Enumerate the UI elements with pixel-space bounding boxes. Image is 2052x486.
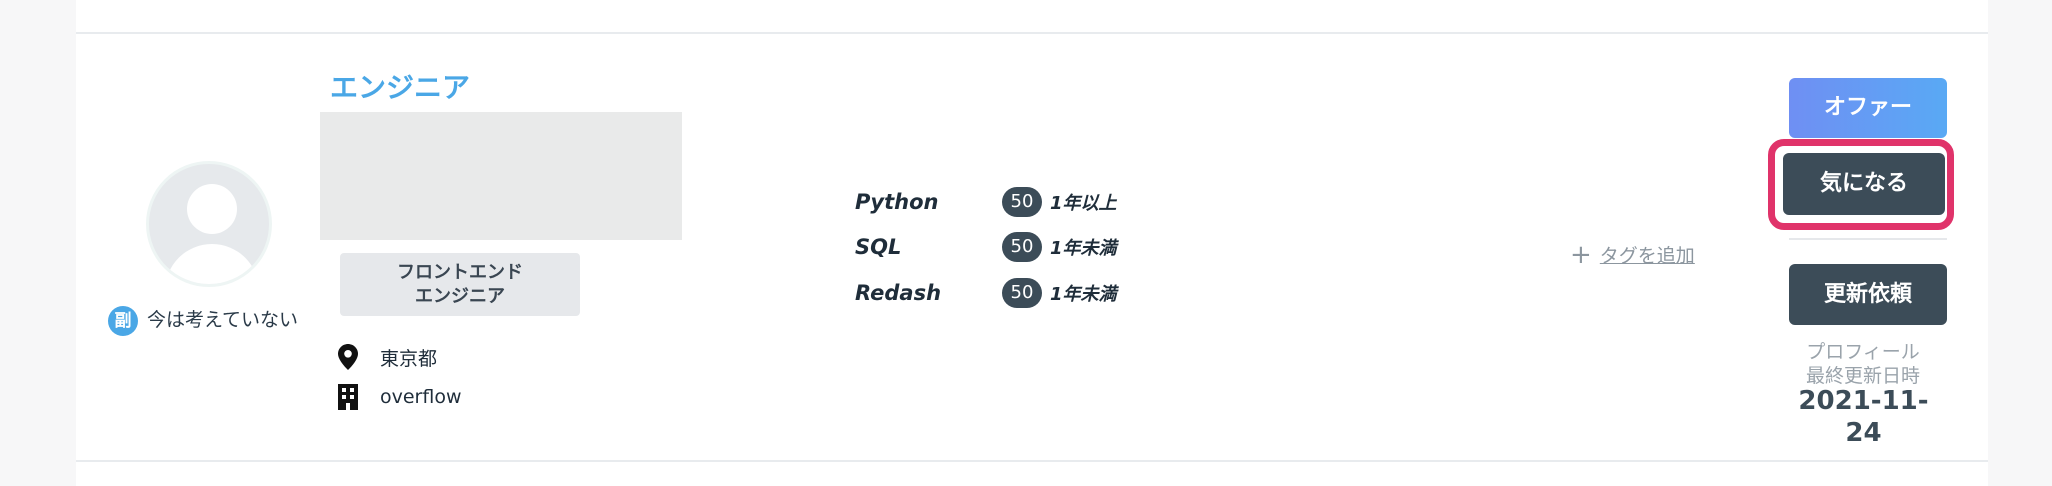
- location-label: 東京都: [380, 347, 438, 370]
- skill-score-badge: 50: [1002, 278, 1042, 308]
- skill-name: SQL: [855, 235, 902, 259]
- profile-caption-line-1: プロフィール: [1806, 341, 1920, 363]
- skill-score-badge: 50: [1002, 187, 1042, 217]
- add-tag-link[interactable]: + タグを追加: [1570, 241, 1695, 268]
- plus-icon: +: [1570, 239, 1592, 270]
- avatar[interactable]: [146, 161, 272, 287]
- job-title[interactable]: エンジニア: [330, 71, 471, 104]
- highlight-ring: [1768, 139, 1954, 230]
- side-job-status: 今は考えていない: [147, 309, 299, 331]
- skill-years: 1年未満: [1050, 284, 1117, 305]
- interested-button[interactable]: 気になる: [1783, 153, 1945, 215]
- skill-name: Redash: [855, 281, 942, 305]
- skill-score-badge: 50: [1002, 232, 1042, 262]
- role-chip: フロントエンド エンジニア: [340, 253, 580, 316]
- location-row: 東京都: [336, 342, 437, 372]
- skill-years: 1年以上: [1050, 193, 1117, 214]
- profile-caption-line-2: 最終更新日時: [1805, 365, 1920, 387]
- side-job-badge: 副: [108, 306, 138, 336]
- skill-name: Python: [855, 190, 939, 214]
- card-divider-bottom: [76, 460, 1988, 462]
- skill-years: 1年未満: [1050, 238, 1117, 259]
- profile-updated-caption: プロフィール 最終更新日時: [1789, 340, 1937, 388]
- card-divider-top: [76, 32, 1988, 34]
- skill-row: SQL 50 1年未満: [855, 231, 1117, 263]
- profile-image-placeholder: [320, 112, 682, 240]
- role-chip-line-2: エンジニア: [415, 286, 505, 307]
- update-request-button[interactable]: 更新依頼: [1789, 264, 1947, 325]
- profile-updated-date: 2021-11-24: [1798, 386, 1929, 448]
- add-tag-label: タグを追加: [1599, 245, 1695, 267]
- user-placeholder-icon: [187, 184, 237, 234]
- map-pin-icon: [336, 343, 360, 371]
- action-divider: [1789, 238, 1947, 240]
- company-row: overflow: [336, 382, 462, 412]
- offer-button[interactable]: オファー: [1789, 78, 1947, 138]
- building-icon: [336, 383, 360, 411]
- role-chip-line-1: フロントエンド: [397, 262, 523, 283]
- skill-row: Redash 50 1年未満: [855, 277, 1117, 309]
- skill-row: Python 50 1年以上: [855, 186, 1117, 218]
- company-label: overflow: [380, 386, 462, 408]
